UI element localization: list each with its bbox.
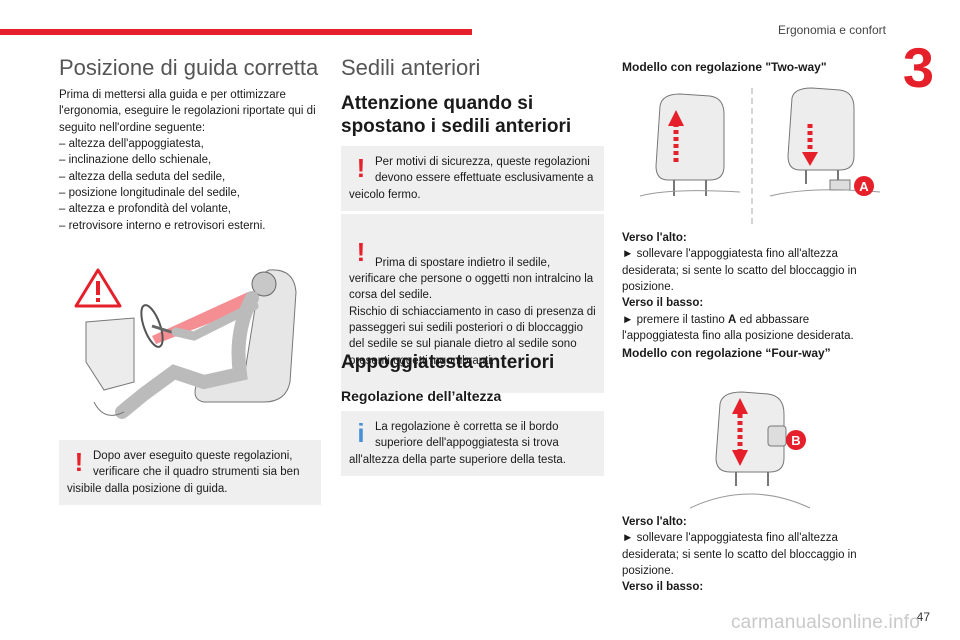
list-item: altezza della seduta del sedile, (59, 169, 321, 185)
intro-text: Prima di mettersi alla guida e per ottim… (59, 89, 316, 134)
heading-height-adjust: Regolazione dell’altezza (341, 388, 502, 404)
down-text-button: A (727, 313, 737, 326)
driving-position-illustration (64, 262, 316, 432)
heading-driving-position: Posizione di guida corretta (59, 55, 319, 80)
four-way-headrest-illustration: B (690, 391, 811, 509)
two-way-instructions: Verso l'alto: ► sollevare l'appoggiatest… (622, 230, 880, 344)
warning-icon: ! (356, 153, 366, 183)
button-a-label-icon: A (854, 176, 874, 196)
list-item: retrovisore interno e retrovisori estern… (59, 218, 321, 234)
list-item: altezza e profondità del volante, (59, 201, 321, 217)
up-instruction: ► sollevare l'appoggiatesta fino all'alt… (622, 248, 857, 293)
down-label: Verso il basso: (622, 581, 704, 594)
down-label: Verso il basso: (622, 297, 704, 310)
warning-icon: ! (74, 447, 84, 477)
column-front-seats: Sedili anteriori Attenzione quando si sp… (341, 56, 604, 139)
warning-triangle-icon (74, 268, 122, 308)
heading-seat-caution: Attenzione quando si spostano i sedili a… (341, 93, 572, 137)
warning-note-visibility: ! Dopo aver eseguito queste regolazioni,… (59, 440, 321, 505)
down-text-post: ed abbassare l'appoggiatesta fino alla p… (622, 313, 854, 342)
column-driving-position: Posizione di guida corretta Prima di met… (59, 56, 321, 234)
label-b: B (791, 433, 800, 448)
list-item: posizione longitudinale del sedile, (59, 185, 321, 201)
two-way-headrest-illustration: A (640, 87, 881, 224)
warning-note-crush-risk: ! Prima di spostare indietro il sedile, … (341, 214, 604, 394)
chapter-color-bar (0, 29, 472, 35)
list-item: altezza dell'appoggiatesta, (59, 136, 321, 152)
note-text: La regolazione è corretta se il bordo su… (349, 421, 566, 466)
chapter-number: 3 (902, 36, 934, 99)
warning-note-stationary: ! Per motivi di sicurezza, queste regola… (341, 146, 604, 211)
four-way-instructions: Verso l'alto: ► sollevare l'appoggiatest… (622, 514, 880, 596)
note-text: Prima di spostare indietro il sedile, ve… (349, 256, 596, 367)
down-instruction: ► premere il tastino A ed abbassare l'ap… (622, 312, 880, 345)
heading-two-way: Modello con regolazione "Two-way" (622, 60, 827, 74)
note-text: Dopo aver eseguito queste regolazioni, v… (67, 450, 300, 495)
heading-front-seats: Sedili anteriori (341, 55, 481, 80)
heading-headrests: Appoggiatesta anteriori (341, 352, 555, 373)
button-b-label-icon: B (786, 430, 806, 450)
watermark: carmanualsonline.info (730, 612, 920, 633)
heading-four-way: Modello con regolazione “Four-way” (622, 346, 831, 360)
page-number: 47 (916, 610, 930, 624)
adjustment-list: altezza dell'appoggiatesta, inclinazione… (59, 136, 321, 234)
section-title: Ergonomia e confort (777, 23, 886, 37)
info-icon: i (357, 418, 365, 448)
up-instruction: ► sollevare l'appoggiatesta fino all'alt… (622, 532, 857, 577)
up-label: Verso l'alto: (622, 516, 687, 528)
down-text-pre: ► premere il tastino (622, 313, 728, 326)
label-a: A (859, 179, 869, 194)
info-note-headrest: i La regolazione è corretta se il bordo … (341, 411, 604, 476)
list-item: inclinazione dello schienale, (59, 152, 321, 168)
up-label: Verso l'alto: (622, 232, 687, 244)
warning-icon: ! (356, 237, 366, 268)
note-text: Per motivi di sicurezza, queste regolazi… (349, 156, 594, 201)
